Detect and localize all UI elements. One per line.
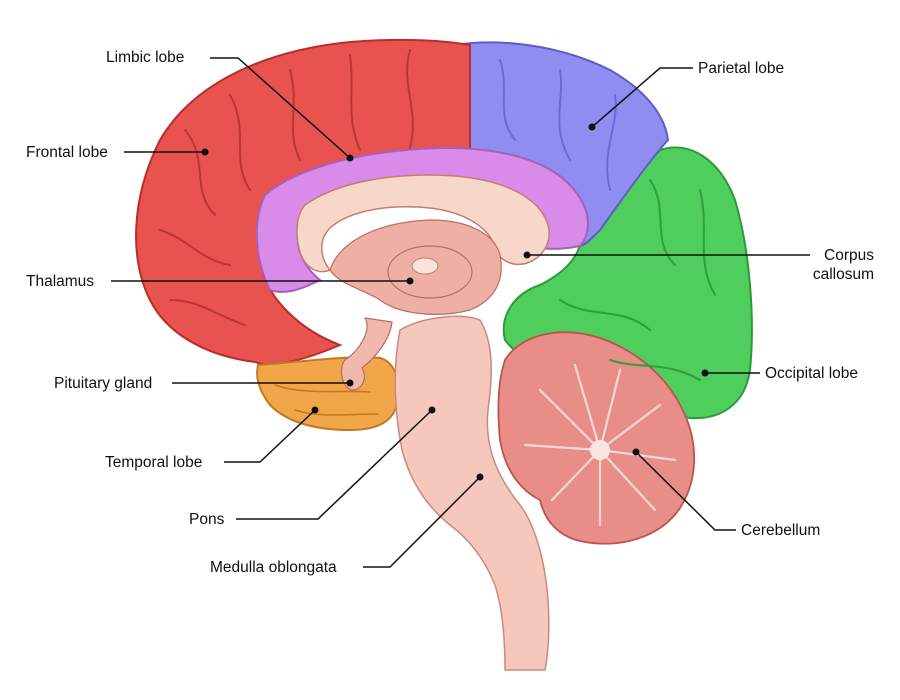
leader-temporal <box>224 409 316 463</box>
corpus-callosum-shape <box>296 174 550 273</box>
parietal-gyri <box>499 59 617 191</box>
label-pituitary-gland: Pituitary gland <box>54 375 153 392</box>
label-corpus-line1: Corpus <box>824 247 874 264</box>
leader-dots <box>201 123 709 481</box>
brainstem-shape <box>394 315 550 671</box>
thalamus-highlight <box>411 257 439 275</box>
leader-medulla <box>363 476 481 568</box>
label-medulla-oblongata: Medulla oblongata <box>210 559 337 576</box>
label-thalamus: Thalamus <box>26 273 95 290</box>
label-corpus-line2: callosum <box>812 266 874 283</box>
pituitary-shape <box>340 317 393 391</box>
frontal-gyri <box>159 49 414 326</box>
cerebellum-folia <box>523 363 677 527</box>
label-temporal-lobe: Temporal lobe <box>105 454 203 471</box>
leader-limbic <box>210 57 351 159</box>
label-corpus-callosum: Corpus callosum <box>812 246 874 284</box>
cerebellum-arbor-center <box>590 440 610 460</box>
leader-pons <box>236 409 433 520</box>
occipital-gyri <box>559 179 716 381</box>
label-pons: Pons <box>189 511 225 528</box>
label-occipital-lobe: Occipital lobe <box>765 365 859 382</box>
label-limbic-lobe: Limbic lobe <box>106 49 185 66</box>
leader-cerebellum <box>635 451 736 531</box>
leader-lines <box>111 57 810 568</box>
label-cerebellum: Cerebellum <box>741 522 821 539</box>
leader-parietal <box>591 67 693 128</box>
label-frontal-lobe: Frontal lobe <box>26 144 108 161</box>
label-parietal-lobe: Parietal lobe <box>698 60 785 77</box>
temporal-lobe-shape <box>256 356 400 432</box>
temporal-gyri <box>274 384 379 416</box>
